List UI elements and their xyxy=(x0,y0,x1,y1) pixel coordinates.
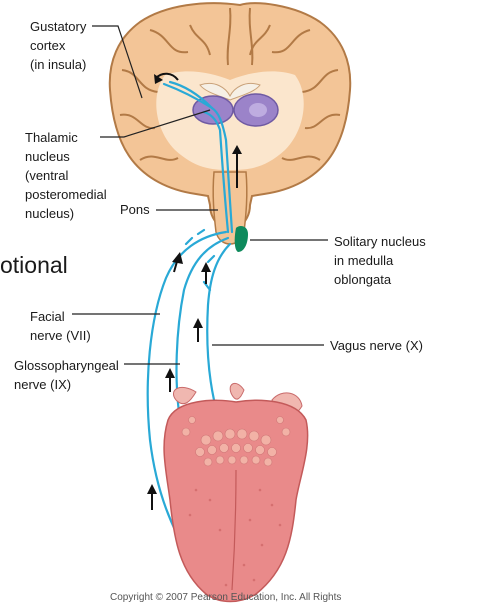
label-gustatory-cortex-line2: cortex xyxy=(30,38,66,53)
label-facial-line2: nerve (VII) xyxy=(30,328,91,343)
papillae xyxy=(181,416,291,467)
label-thalamic-line1: Thalamic xyxy=(25,130,78,145)
label-facial-nerve: Facial nerve (VII) xyxy=(30,307,91,345)
brain-coronal-section xyxy=(108,2,352,252)
facial-nerve-path xyxy=(146,230,228,562)
tongue xyxy=(163,382,309,603)
label-gustatory-cortex-line1: Gustatory xyxy=(30,19,87,34)
label-glossopharyngeal-line2: nerve (IX) xyxy=(14,377,72,392)
label-glossopharyngeal-line1: Glossopharyngeal xyxy=(14,358,119,373)
gyri-folds xyxy=(119,7,341,161)
label-gustatory-cortex-line3: (in insula) xyxy=(30,57,87,72)
label-thalamic-line4: posteromedial xyxy=(25,187,107,202)
label-glossopharyngeal-nerve: Glossopharyngeal nerve (IX) xyxy=(14,356,119,394)
ascending-arrows xyxy=(147,252,211,510)
label-gustatory-cortex: Gustatory cortex (in insula) xyxy=(30,17,86,74)
cortex-arrow xyxy=(154,72,179,84)
copyright-credit: Copyright © 2007 Pearson Education, Inc.… xyxy=(110,592,342,603)
label-facial-line1: Facial xyxy=(30,309,65,324)
label-thalamic-line5: nucleus) xyxy=(25,206,75,221)
label-pons-text: Pons xyxy=(120,202,150,217)
label-thalamic-nucleus: Thalamic nucleus (ventral posteromedial … xyxy=(25,128,107,223)
label-thalamic-line2: nucleus xyxy=(25,149,70,164)
label-thalamic-line3: (ventral xyxy=(25,168,69,183)
label-solitary-line3: oblongata xyxy=(334,272,392,287)
label-solitary-nucleus: Solitary nucleus in medulla oblongata xyxy=(334,232,426,289)
partial-heading: otional xyxy=(0,252,68,278)
label-pons: Pons xyxy=(120,200,150,219)
label-solitary-line2: in medulla xyxy=(334,253,394,268)
central-taste-pathway xyxy=(162,80,234,234)
label-vagus-nerve: Vagus nerve (X) xyxy=(330,336,423,355)
label-solitary-line1: Solitary nucleus xyxy=(334,234,426,249)
tongue-texture xyxy=(188,488,282,587)
label-vagus-text: Vagus nerve (X) xyxy=(330,338,423,353)
ascending-arrow-brain xyxy=(232,145,242,188)
leader-lines xyxy=(72,25,328,365)
solitary-nucleus-region xyxy=(234,226,248,252)
